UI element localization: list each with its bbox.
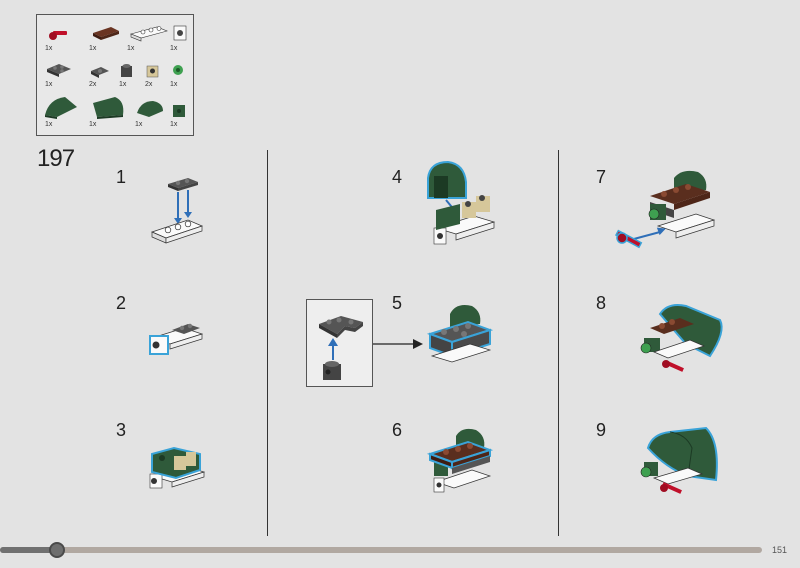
step-number: 3 — [116, 420, 127, 440]
step-4-illustration — [427, 160, 496, 245]
part-green-wedge-left-icon — [45, 97, 77, 119]
parts-list-box: 1x 1x 1x 1x 1x 2x 1x 2x — [36, 14, 194, 136]
step-number: 6 — [392, 420, 403, 440]
part-qty: 1x — [89, 45, 97, 52]
part-qty: 1x — [170, 45, 178, 52]
step-7-illustration — [614, 170, 716, 249]
page-slider-track[interactable] — [0, 547, 762, 553]
part-qty: 1x — [45, 45, 53, 52]
step-2-illustration — [149, 323, 204, 355]
column-divider — [267, 150, 268, 536]
part-green-brick-icon — [173, 105, 185, 117]
part-dark-grey-corner-plate-icon — [47, 64, 71, 77]
part-red-lever-icon — [49, 31, 67, 40]
step-number: 5 — [392, 293, 403, 313]
step-5-illustration — [426, 305, 494, 363]
page-number: 151 — [772, 545, 788, 555]
step-8-illustration — [640, 304, 723, 372]
red-lever-icon — [614, 229, 643, 249]
part-qty: 1x — [45, 121, 53, 128]
part-white-plate-icon — [130, 26, 168, 42]
step-9-illustration — [640, 426, 718, 494]
step-number: 1 — [116, 167, 127, 187]
sub-assembly-box — [306, 299, 373, 387]
step-number: 7 — [596, 167, 607, 187]
part-qty: 1x — [119, 81, 127, 88]
step-number: 8 — [596, 293, 607, 313]
part-green-round-icon — [173, 65, 183, 75]
part-qty: 1x — [170, 81, 178, 88]
part-dark-grey-brick-icon — [121, 64, 132, 77]
sub-assembly-arrow-icon — [373, 339, 423, 349]
page-slider-knob[interactable] — [49, 542, 65, 558]
step-number: 2 — [116, 293, 127, 313]
step-number: 4 — [392, 167, 403, 187]
part-white-brick-icon — [173, 25, 187, 41]
page-slider-progress — [0, 547, 58, 553]
part-qty: 2x — [145, 81, 153, 88]
column-divider — [558, 150, 559, 536]
dark-grey-brick-icon — [323, 361, 341, 380]
assembly-arrow-up-icon — [328, 338, 338, 360]
part-tan-brick-icon — [146, 65, 159, 78]
part-qty: 1x — [135, 121, 143, 128]
part-qty: 1x — [170, 121, 178, 128]
step-3-illustration — [149, 446, 206, 489]
step-6-illustration — [426, 428, 494, 493]
part-dark-grey-jumper-icon — [91, 67, 109, 78]
build-step-number: 197 — [37, 145, 75, 172]
step-1-illustration — [151, 178, 203, 244]
part-qty: 1x — [89, 121, 97, 128]
part-qty: 2x — [89, 81, 97, 88]
part-qty: 1x — [45, 81, 53, 88]
part-brown-plate-icon — [93, 27, 119, 40]
step-number: 9 — [596, 420, 607, 440]
part-green-slope-icon — [137, 101, 163, 117]
part-green-wedge-right-icon — [93, 97, 124, 119]
part-qty: 1x — [127, 45, 135, 52]
dark-grey-corner-plate-icon — [319, 316, 363, 338]
